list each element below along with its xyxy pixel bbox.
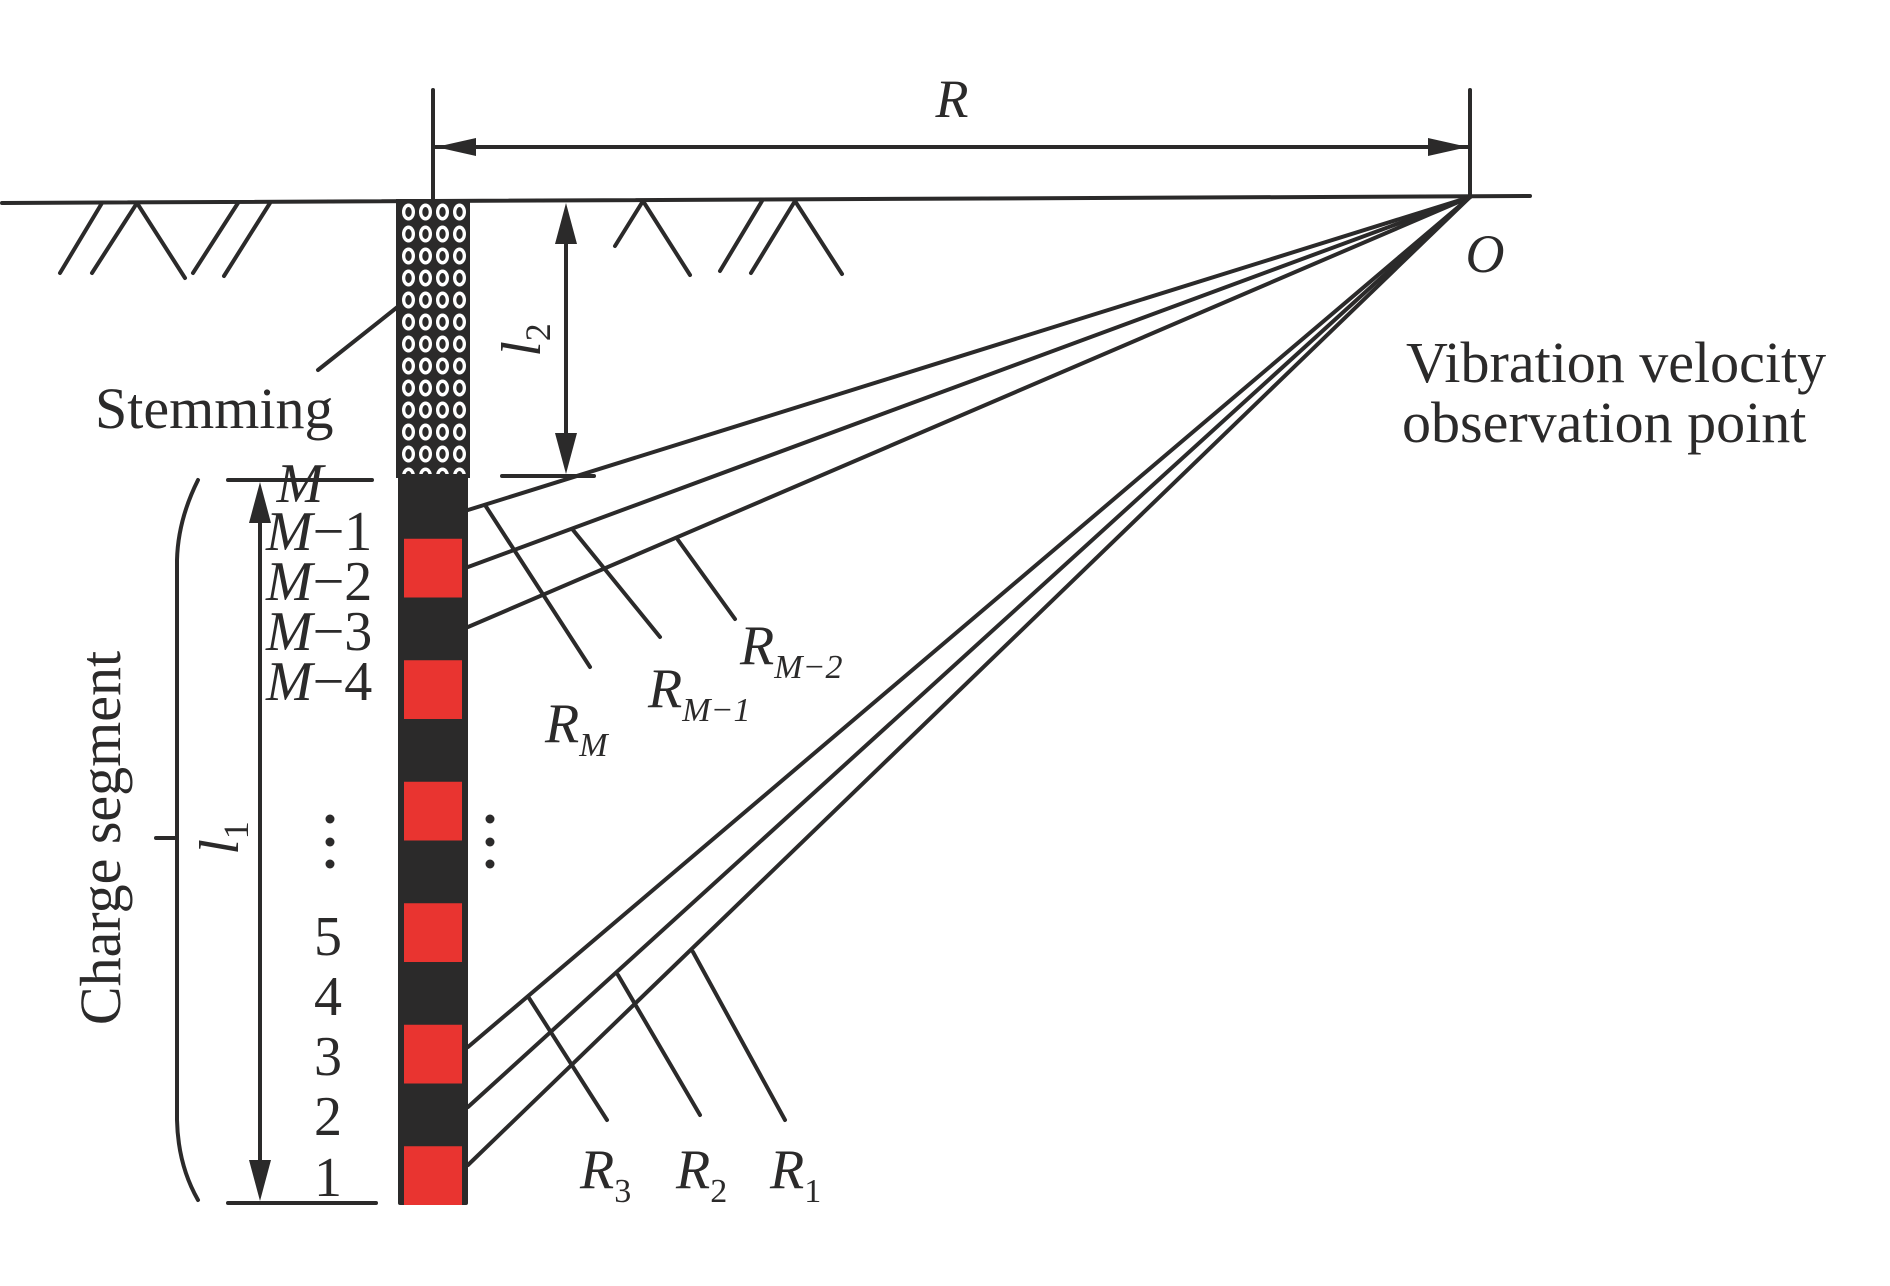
label-R: R xyxy=(935,69,969,129)
l1-arrow-down xyxy=(249,1160,271,1201)
distance-R-dimension: R xyxy=(431,69,1472,203)
segment-label: 2 xyxy=(314,1086,342,1148)
l2-dimension: l2 xyxy=(491,203,596,478)
l2-arrow-down xyxy=(555,433,577,474)
label-l2: l2 xyxy=(491,323,558,357)
leader-R-1 xyxy=(691,950,787,1122)
distance-leaders xyxy=(483,503,787,1122)
ray-R-M-2 xyxy=(466,195,1472,629)
ray-R-2 xyxy=(466,195,1472,1109)
l1-dimension: l1 xyxy=(189,478,378,1205)
segment-label: M−2 xyxy=(265,551,372,613)
ground-line xyxy=(0,194,1532,205)
ground-hatching-right xyxy=(613,199,844,277)
leader-R-M-1 xyxy=(571,528,662,639)
stemming-leader xyxy=(316,303,402,372)
label-R-2: R2 xyxy=(675,1139,727,1210)
label-l1: l1 xyxy=(189,821,256,855)
leader-R-2 xyxy=(616,973,702,1117)
ray-R-1 xyxy=(466,195,1472,1167)
leader-R-3 xyxy=(527,996,609,1122)
charge-red-segments xyxy=(404,538,462,1205)
l1-arrow-up xyxy=(249,482,271,523)
ray-R-M xyxy=(466,195,1472,512)
segment-label: 4 xyxy=(314,966,342,1028)
label-R-M-2: RM−2 xyxy=(739,615,842,686)
charge-segment-red xyxy=(404,781,462,841)
segment-label: M−3 xyxy=(265,601,372,663)
distance-rays xyxy=(466,195,1472,1167)
observation-point-label-line2: observation point xyxy=(1402,390,1806,455)
charge-segment-brace: Charge segment xyxy=(68,478,200,1202)
charge-segment-red xyxy=(404,1024,462,1084)
label-R-1: R1 xyxy=(769,1139,821,1210)
segment-label: 3 xyxy=(314,1026,342,1088)
l2-arrow-up xyxy=(555,203,577,244)
ellipsis-right xyxy=(485,814,495,869)
segment-label: M xyxy=(276,453,327,515)
segment-label: 5 xyxy=(314,906,342,968)
ellipsis-left xyxy=(325,814,335,869)
distance-labels: RM RM−1 RM−2 R3 R2 R1 xyxy=(544,615,842,1210)
segment-label: 1 xyxy=(314,1147,342,1209)
observation-point-label-line1: Vibration velocity xyxy=(1406,330,1826,395)
label-R-M-1: RM−1 xyxy=(647,658,750,729)
segment-label: M−4 xyxy=(265,651,372,713)
stemming-label: Stemming xyxy=(95,376,333,441)
stemming-section xyxy=(396,199,470,478)
charge-segment-red xyxy=(404,538,462,598)
ground xyxy=(0,194,1532,280)
label-O: O xyxy=(1466,224,1505,284)
charge-segment-red xyxy=(404,1146,462,1205)
ray-R-3 xyxy=(466,195,1472,1049)
ground-hatching-left xyxy=(58,201,272,280)
blast-hole-column xyxy=(396,199,470,1205)
segment-labels-upper: MM−1M−2M−3M−4 xyxy=(265,453,372,713)
charge-segment-red xyxy=(404,903,462,962)
charge-segment-label: Charge segment xyxy=(68,651,133,1025)
label-R-M: RM xyxy=(544,693,609,764)
label-R-3: R3 xyxy=(579,1139,631,1210)
ray-R-M-1 xyxy=(466,195,1472,569)
leader-R-M xyxy=(483,503,592,669)
segment-label: M−1 xyxy=(265,501,372,563)
leader-R-M-2 xyxy=(676,538,737,621)
charge-segment-red xyxy=(404,660,462,719)
